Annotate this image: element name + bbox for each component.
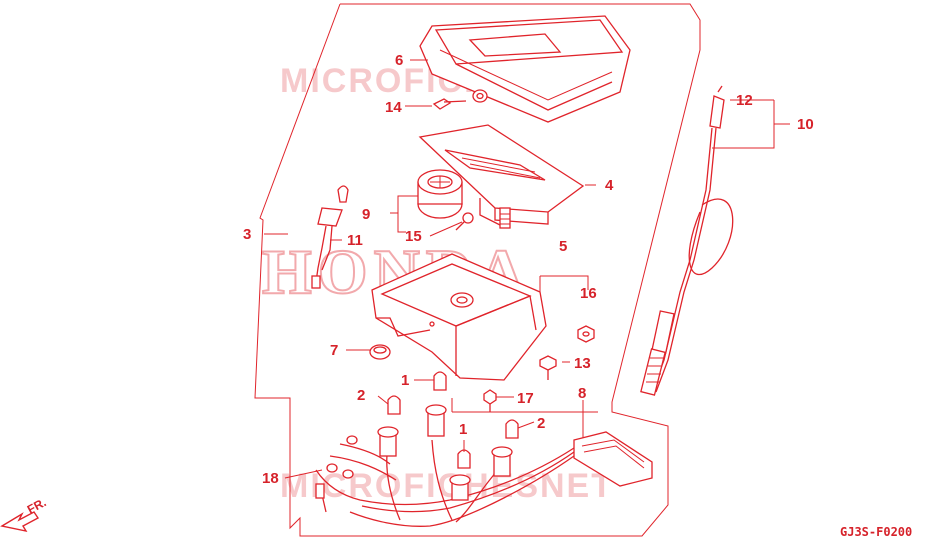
meter-case-lower	[371, 253, 547, 381]
callout-2-right: 2	[537, 415, 545, 432]
group-boundary	[254, 3, 701, 537]
screw-17	[483, 389, 497, 412]
callout-3: 3	[243, 226, 251, 243]
callout-10: 9	[362, 206, 370, 223]
watermark-bottom: MICROFICHESNET	[280, 467, 614, 505]
nut-16	[577, 325, 595, 343]
meter-panel	[418, 124, 585, 229]
terminal-18	[315, 435, 358, 499]
meter-case-cover	[419, 15, 631, 123]
callout-6: 6	[395, 52, 403, 69]
front-arrow-icon	[0, 511, 40, 533]
gauge-unit-10	[417, 169, 463, 219]
callout-15: 15	[405, 228, 422, 245]
screw-14	[432, 89, 488, 110]
callout-14: 14	[385, 99, 402, 116]
bulb-2-left	[377, 395, 401, 457]
bolt-13	[539, 355, 557, 380]
callout-16: 16	[580, 285, 597, 302]
grommet-7	[369, 344, 391, 360]
callout-17: 17	[517, 390, 534, 407]
callout-5: 5	[559, 238, 567, 255]
screw-15	[455, 212, 474, 231]
callout-12: 12	[736, 92, 753, 109]
callout-4: 4	[605, 177, 614, 194]
bulb-1-lower	[449, 449, 471, 501]
callout-8: 8	[578, 385, 586, 402]
bulb-1-upper	[425, 371, 447, 437]
callout-13: 13	[574, 355, 591, 372]
callout-1-upper: 1	[401, 372, 409, 389]
callout-7: 7	[330, 342, 338, 359]
callout-labels: 6 14 4 9 15 3 11 5 16 7 13 8 1 2 17 2 1 …	[243, 52, 814, 487]
callout-9: 11	[347, 232, 363, 249]
bulb-socket-9	[311, 185, 349, 289]
callout-11: 10	[797, 116, 814, 133]
callout-18: 18	[262, 470, 279, 487]
bulb-2-right	[491, 419, 519, 477]
leader-lines	[264, 59, 790, 479]
front-label: FR.	[25, 495, 49, 516]
speedometer-cable	[640, 85, 734, 396]
front-direction-indicator: FR.	[0, 495, 49, 533]
diagram-code: GJ3S-F0200	[840, 525, 912, 539]
callout-2-left: 2	[357, 387, 365, 404]
callout-1-lower: 1	[459, 421, 467, 438]
